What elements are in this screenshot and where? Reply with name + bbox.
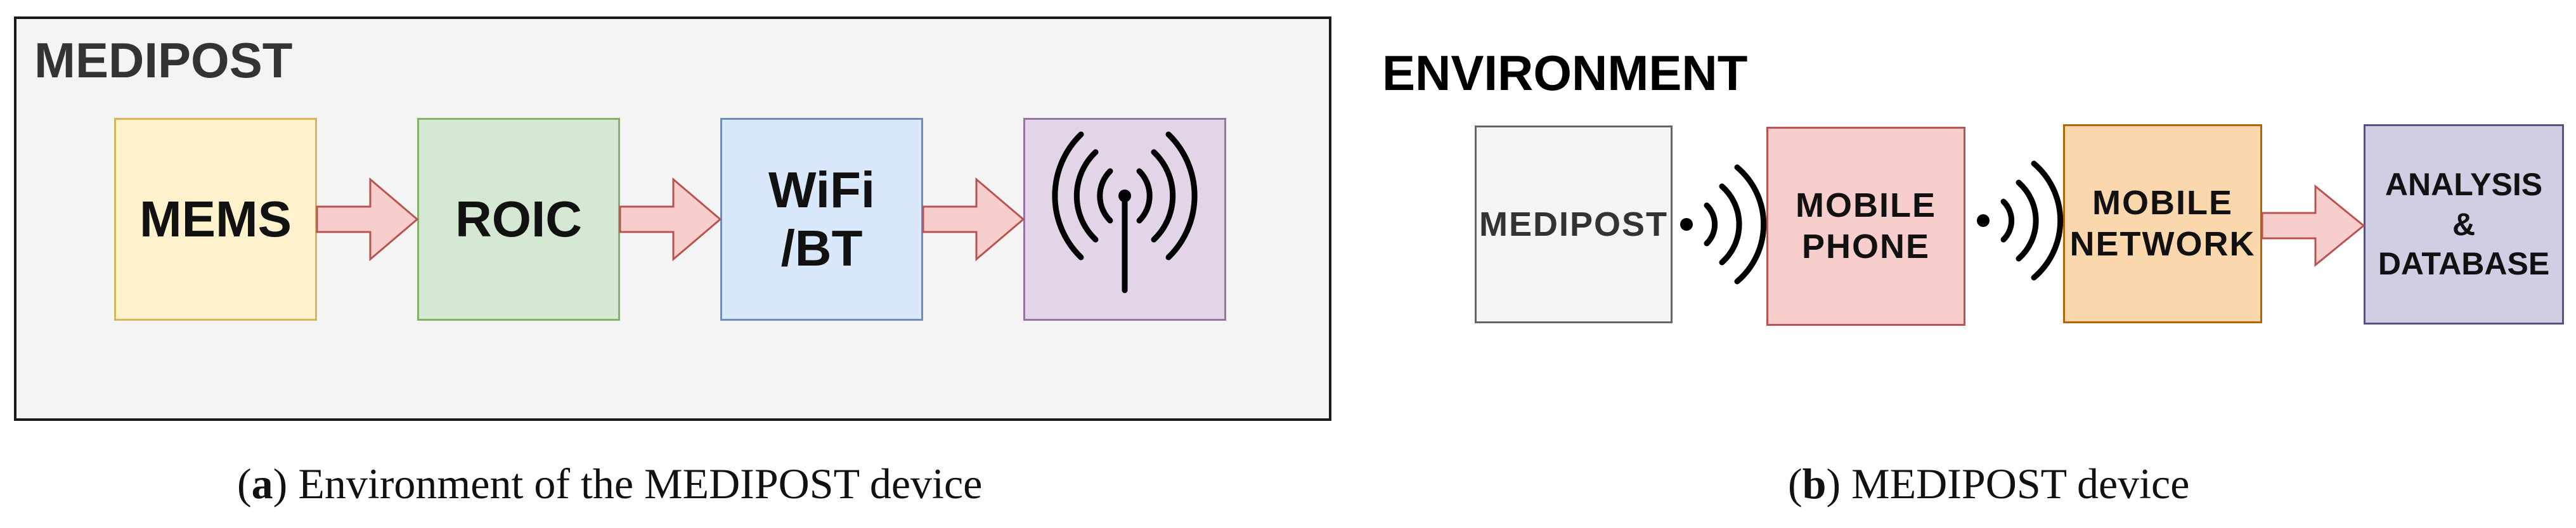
roic-block: ROIC <box>417 118 620 321</box>
arrow-mems-to-roic <box>316 177 419 262</box>
mobile-network-label-line1: MOBILE <box>2092 184 2233 222</box>
mobile-phone-label-line2: PHONE <box>1801 228 1931 266</box>
wifi-bt-block: WiFi /BT <box>720 118 923 321</box>
mobile-network-label-line2: NETWORK <box>2069 225 2256 263</box>
wifi-label: WiFi <box>768 162 876 218</box>
medipost-panel-title: MEDIPOST <box>34 32 293 88</box>
caption-a-letter: a <box>251 460 273 508</box>
caption-a-text: Environment of the MEDIPOST device <box>298 460 983 508</box>
mobile-phone-label-line1: MOBILE <box>1796 186 1936 225</box>
roic-label: ROIC <box>455 191 582 247</box>
wireless-signal-icon <box>1977 160 2064 281</box>
antenna-icon <box>1052 131 1198 293</box>
environment-panel-title: ENVIRONMENT <box>1382 45 1748 101</box>
analysis-label: ANALYSIS <box>2385 167 2543 203</box>
wireless-signal-icon <box>1680 164 1767 285</box>
arrow-roic-to-wifi <box>619 177 722 262</box>
mobile-network-block: MOBILE NETWORK <box>2063 124 2262 323</box>
medipost-device-block: MEDIPOST <box>1475 126 1673 323</box>
caption-b-text: MEDIPOST device <box>1851 460 2190 508</box>
caption-b-letter: b <box>1802 460 1827 508</box>
database-label: DATABASE <box>2378 246 2550 282</box>
mems-label: MEMS <box>139 191 292 247</box>
mems-block: MEMS <box>114 118 317 321</box>
mobile-phone-block: MOBILE PHONE <box>1766 127 1965 326</box>
arrow-wifi-to-antenna <box>922 177 1025 262</box>
medipost-device-label: MEDIPOST <box>1479 205 1669 243</box>
caption-a: (a) Environment of the MEDIPOST device <box>237 460 983 508</box>
ampersand-label: & <box>2452 206 2476 242</box>
bt-label: /BT <box>780 220 863 276</box>
arrow-network-to-analysis <box>2261 184 2366 267</box>
caption-b: (b) MEDIPOST device <box>1788 460 2190 508</box>
analysis-database-block: ANALYSIS & DATABASE <box>2364 124 2564 325</box>
